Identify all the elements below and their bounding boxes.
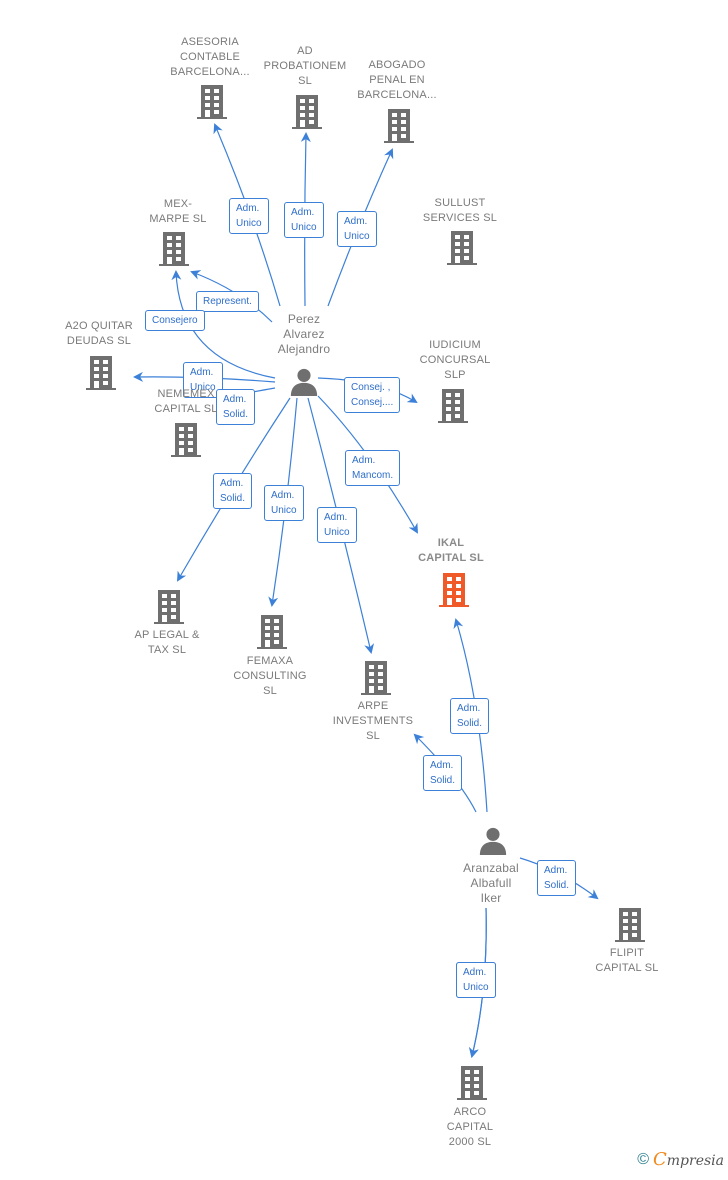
relationship-label[interactable]: Consej. , Consej.... [344,377,401,413]
company-name[interactable]: ABOGADO PENAL EN BARCELONA... [357,59,437,101]
relationship-label[interactable]: Adm. Solid. [450,698,490,734]
building-icon[interactable] [615,908,645,942]
relationship-label[interactable]: Adm. Solid. [537,860,577,896]
person-name[interactable]: Perez Alvarez Alejandro [277,312,331,357]
building-icon[interactable] [439,573,469,607]
relationship-label[interactable]: Adm. Unico [337,211,377,247]
relationship-label[interactable]: Represent. [196,291,259,312]
building-icon[interactable] [86,356,116,390]
relationship-label[interactable]: Adm. Unico [229,198,269,234]
relationship-label[interactable]: Adm. Unico [456,962,496,998]
relationship-label[interactable]: Adm. Unico [317,507,357,543]
building-icon[interactable] [447,231,477,265]
relationship-label[interactable]: Adm. Mancom. [345,450,401,486]
relationship-label[interactable]: Adm. Solid. [213,473,253,509]
company-name[interactable]: FEMAXA CONSULTING SL [233,655,307,697]
building-icon[interactable] [292,95,322,129]
building-icon[interactable] [197,85,227,119]
building-icon[interactable] [457,1066,487,1100]
company-name[interactable]: NEMEMEX CAPITAL SL [154,388,218,415]
edge-perez-to-mexmarpe [171,270,276,379]
brand-name: Cmpresia [652,1149,724,1170]
relationship-label[interactable]: Adm. Unico [183,362,223,398]
relationship-label[interactable]: Adm. Solid. [216,389,256,425]
company-name[interactable]: AD PROBATIONEM SL [263,45,347,87]
person-name[interactable]: Aranzabal Albafull Iker [463,861,519,906]
company-name[interactable]: ASESORIA CONTABLE BARCELONA... [170,36,250,78]
empresia-logo: © Cmpresia [637,1149,724,1170]
relationship-label[interactable]: Adm. Unico [264,485,304,521]
company-name[interactable]: A2O QUITAR DEUDAS SL [65,320,133,347]
building-icon[interactable] [257,615,287,649]
company-name[interactable]: SULLUST SERVICES SL [422,197,498,224]
building-icon[interactable] [438,389,468,423]
relationship-label[interactable]: Consejero [145,310,205,331]
company-name[interactable]: ARPE INVESTMENTS SL [332,700,414,742]
person-icon[interactable] [290,368,318,396]
company-name[interactable]: MEX- MARPE SL [149,198,207,225]
building-icon[interactable] [384,109,414,143]
building-icon[interactable] [171,423,201,457]
company-name[interactable]: FLIPIT CAPITAL SL [595,947,659,974]
relationship-label[interactable]: Adm. Solid. [423,755,463,791]
company-name[interactable]: AP LEGAL & TAX SL [134,629,200,656]
company-name[interactable]: ARCO CAPITAL 2000 SL [446,1106,494,1148]
building-icon[interactable] [361,661,391,695]
building-icon[interactable] [159,232,189,266]
company-name[interactable]: IUDICIUM CONCURSAL SLP [419,339,491,381]
company-name[interactable]: IKAL CAPITAL SL [418,537,484,564]
person-icon[interactable] [479,827,507,855]
copyright-icon: © [637,1150,649,1168]
relationship-label[interactable]: Adm. Unico [284,202,324,238]
building-icon[interactable] [154,590,184,624]
